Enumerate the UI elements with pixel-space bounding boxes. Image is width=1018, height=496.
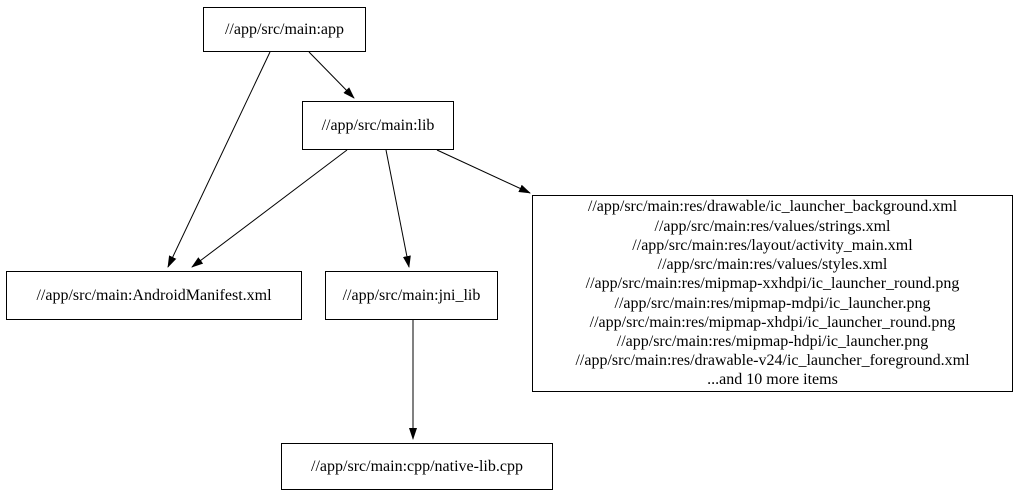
- edge-lib-to-manifest: [191, 149, 348, 268]
- node-android-manifest: //app/src/main:AndroidManifest.xml: [6, 271, 302, 320]
- edge-lib-to-res: [436, 149, 531, 194]
- edge-lib-to-jni-lib: [385, 149, 411, 268]
- node-native-lib-cpp-label: //app/src/main:cpp/native-lib.cpp: [311, 458, 523, 475]
- node-android-manifest-label: //app/src/main:AndroidManifest.xml: [36, 287, 272, 304]
- resource-more-items: ...and 10 more items: [707, 371, 838, 389]
- resource-item: //app/src/main:res/mipmap-mdpi/ic_launch…: [614, 294, 931, 312]
- edge-app-to-lib: [308, 51, 355, 99]
- edge-app-to-manifest: [167, 51, 271, 268]
- resource-item: //app/src/main:res/mipmap-xhdpi/ic_launc…: [589, 313, 956, 331]
- node-resources: //app/src/main:res/drawable/ic_launcher_…: [532, 195, 1013, 392]
- resource-item: //app/src/main:res/values/strings.xml: [654, 217, 891, 235]
- resource-item: //app/src/main:res/values/styles.xml: [657, 256, 888, 274]
- resource-item: //app/src/main:res/layout/activity_main.…: [632, 236, 913, 254]
- resource-item: //app/src/main:res/drawable-v24/ic_launc…: [575, 352, 970, 370]
- resource-item: //app/src/main:res/mipmap-hdpi/ic_launch…: [616, 332, 929, 350]
- resource-item: //app/src/main:res/mipmap-xxhdpi/ic_laun…: [585, 275, 960, 293]
- node-jni-lib: //app/src/main:jni_lib: [325, 271, 498, 320]
- node-app: //app/src/main:app: [203, 7, 366, 52]
- node-jni-lib-label: //app/src/main:jni_lib: [342, 287, 481, 304]
- node-app-label: //app/src/main:app: [224, 21, 345, 38]
- node-lib-label: //app/src/main:lib: [321, 117, 435, 134]
- node-native-lib-cpp: //app/src/main:cpp/native-lib.cpp: [281, 443, 553, 490]
- resource-item: //app/src/main:res/drawable/ic_launcher_…: [587, 198, 958, 216]
- node-lib: //app/src/main:lib: [302, 101, 454, 150]
